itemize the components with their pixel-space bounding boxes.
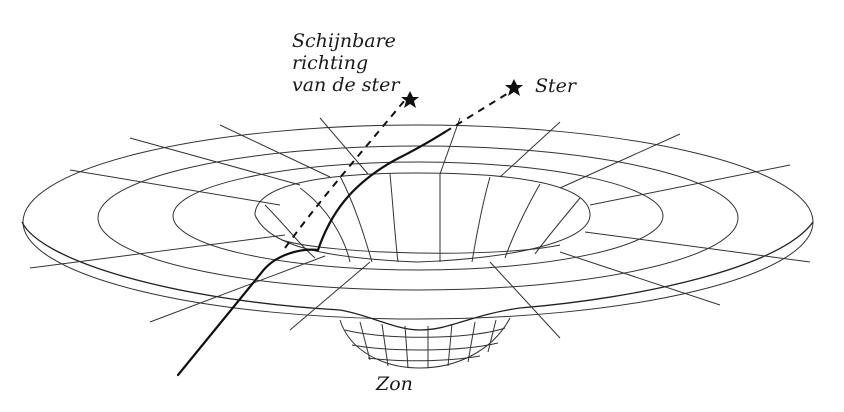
inner-rim [254,172,591,263]
apparent-direction-line [284,99,406,249]
real-star-icon [505,79,523,96]
apparent-star-icon [401,91,419,108]
apparent-label-line-2: richting [292,52,369,74]
light-ray-path [176,130,447,377]
concentric-rings [22,124,814,320]
sun-bowl [339,317,511,369]
ring-2 [97,145,739,291]
sun-label: Zon [376,373,413,395]
ring-3 [172,161,664,271]
star-label: Ster [535,75,576,97]
apparent-label-line-3: van de ster [292,74,400,96]
apparent-label-line-1: Schijnbare [292,30,396,52]
radial-grid-lines [29,117,811,339]
funnel-walls [264,173,581,263]
sheet-front-edge [21,221,814,331]
apparent-direction-label: Schijnbare richting van de ster [292,30,400,96]
